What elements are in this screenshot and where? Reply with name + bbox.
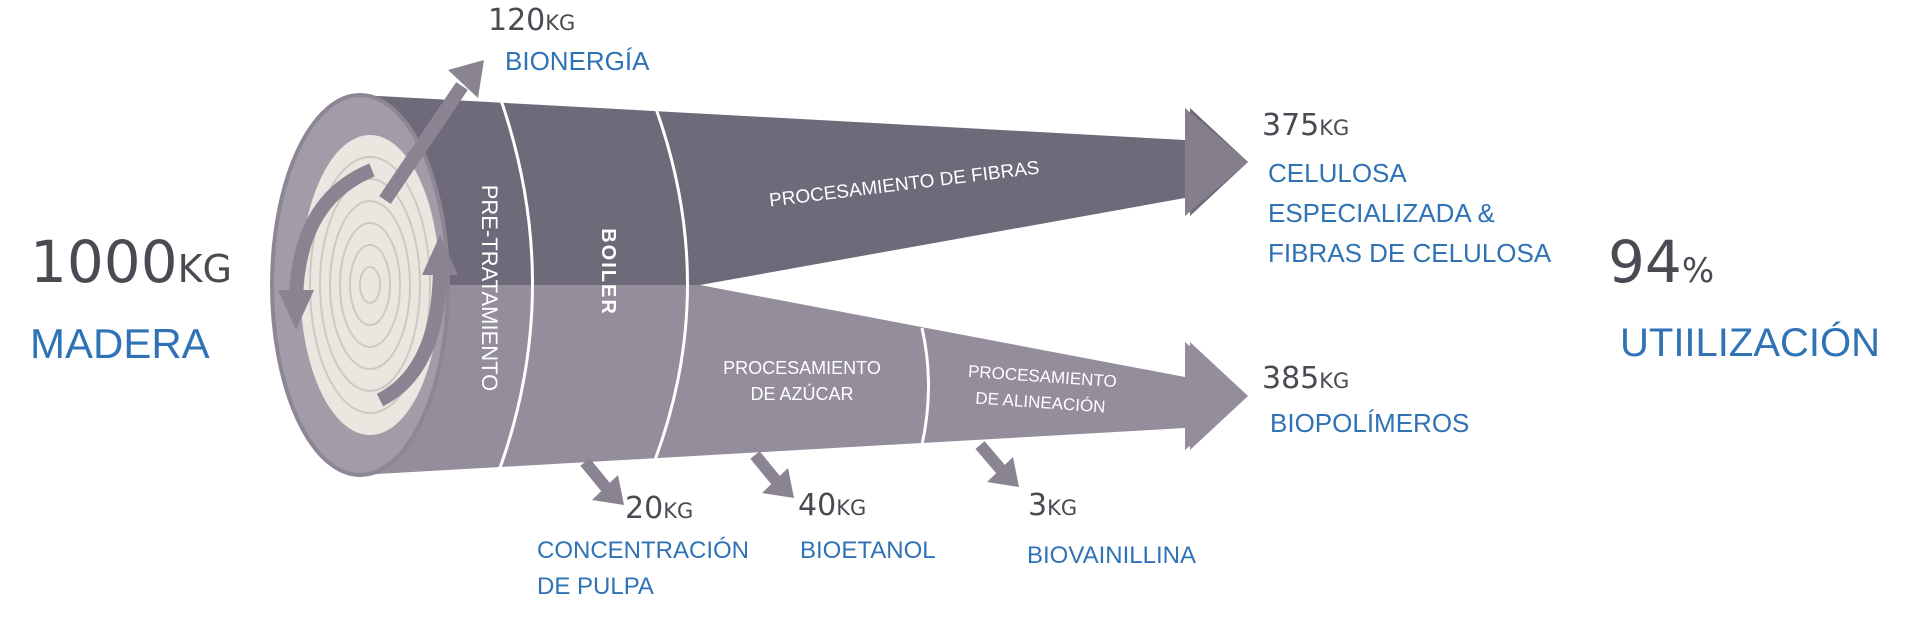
utilization-label: UTIILIZACIÓN	[1620, 320, 1880, 365]
bioenergy-amount: 120KG	[488, 3, 575, 38]
bioethanol-amount: 40KG	[798, 488, 866, 523]
cellulose-label-line1: CELULOSA	[1268, 158, 1407, 188]
utilization-unit: %	[1682, 251, 1714, 291]
biopolymers-value: 385	[1262, 361, 1319, 396]
input-label: MADERA	[30, 320, 210, 367]
stage-pretreatment: PRE-TRATAMIENTO	[477, 185, 502, 392]
bioethanol-label: BIOETANOL	[800, 537, 936, 564]
pulp-label-line2: DE PULPA	[537, 573, 654, 600]
pulp-value: 20	[625, 491, 663, 526]
log-rings	[300, 135, 440, 435]
bioenergy-label: BIONERGÍA	[505, 46, 650, 76]
utilization-value: 94	[1608, 228, 1682, 296]
cellulose-unit: KG	[1319, 116, 1349, 140]
biopolymers-arrow	[1185, 342, 1248, 450]
cellulose-amount: 375KG	[1262, 108, 1349, 143]
pulp-amount: 20KG	[625, 491, 693, 526]
stage-sugar-processing-line1: PROCESAMIENTO	[723, 358, 881, 378]
pulp-outflow-arrow	[585, 462, 624, 505]
cellulose-arrow	[1185, 108, 1248, 216]
biovanillin-unit: KG	[1047, 496, 1077, 520]
cellulose-value: 375	[1262, 108, 1319, 143]
biovanillin-amount: 3KG	[1028, 488, 1077, 523]
biovanillin-label: BIOVAINILLINA	[1027, 542, 1196, 569]
cellulose-label-line2: ESPECIALIZADA &	[1268, 198, 1495, 228]
biovanillin-outflow-arrow	[980, 445, 1019, 487]
stage-sugar-processing-line2: DE AZÚCAR	[750, 383, 853, 404]
biopolymers-unit: KG	[1319, 369, 1349, 393]
stage-boiler: BOILER	[597, 228, 619, 316]
biovanillin-value: 3	[1028, 488, 1047, 523]
utilization-amount: 94%	[1608, 228, 1714, 296]
input-value: 1000	[30, 228, 178, 296]
input-amount: 1000KG	[30, 228, 232, 296]
biopolymers-amount: 385KG	[1262, 361, 1349, 396]
bioenergy-value: 120	[488, 3, 545, 38]
biopolymers-label: BIOPOLÍMEROS	[1270, 408, 1469, 438]
bioethanol-unit: KG	[836, 496, 866, 520]
input-unit: KG	[178, 247, 232, 291]
cellulose-label-line3: FIBRAS DE CELULOSA	[1268, 238, 1552, 268]
pulp-label-line1: CONCENTRACIÓN	[537, 537, 749, 564]
pulp-unit: KG	[663, 499, 693, 523]
bioethanol-outflow-arrow	[755, 455, 794, 498]
bioethanol-value: 40	[798, 488, 836, 523]
bioenergy-unit: KG	[545, 11, 575, 35]
